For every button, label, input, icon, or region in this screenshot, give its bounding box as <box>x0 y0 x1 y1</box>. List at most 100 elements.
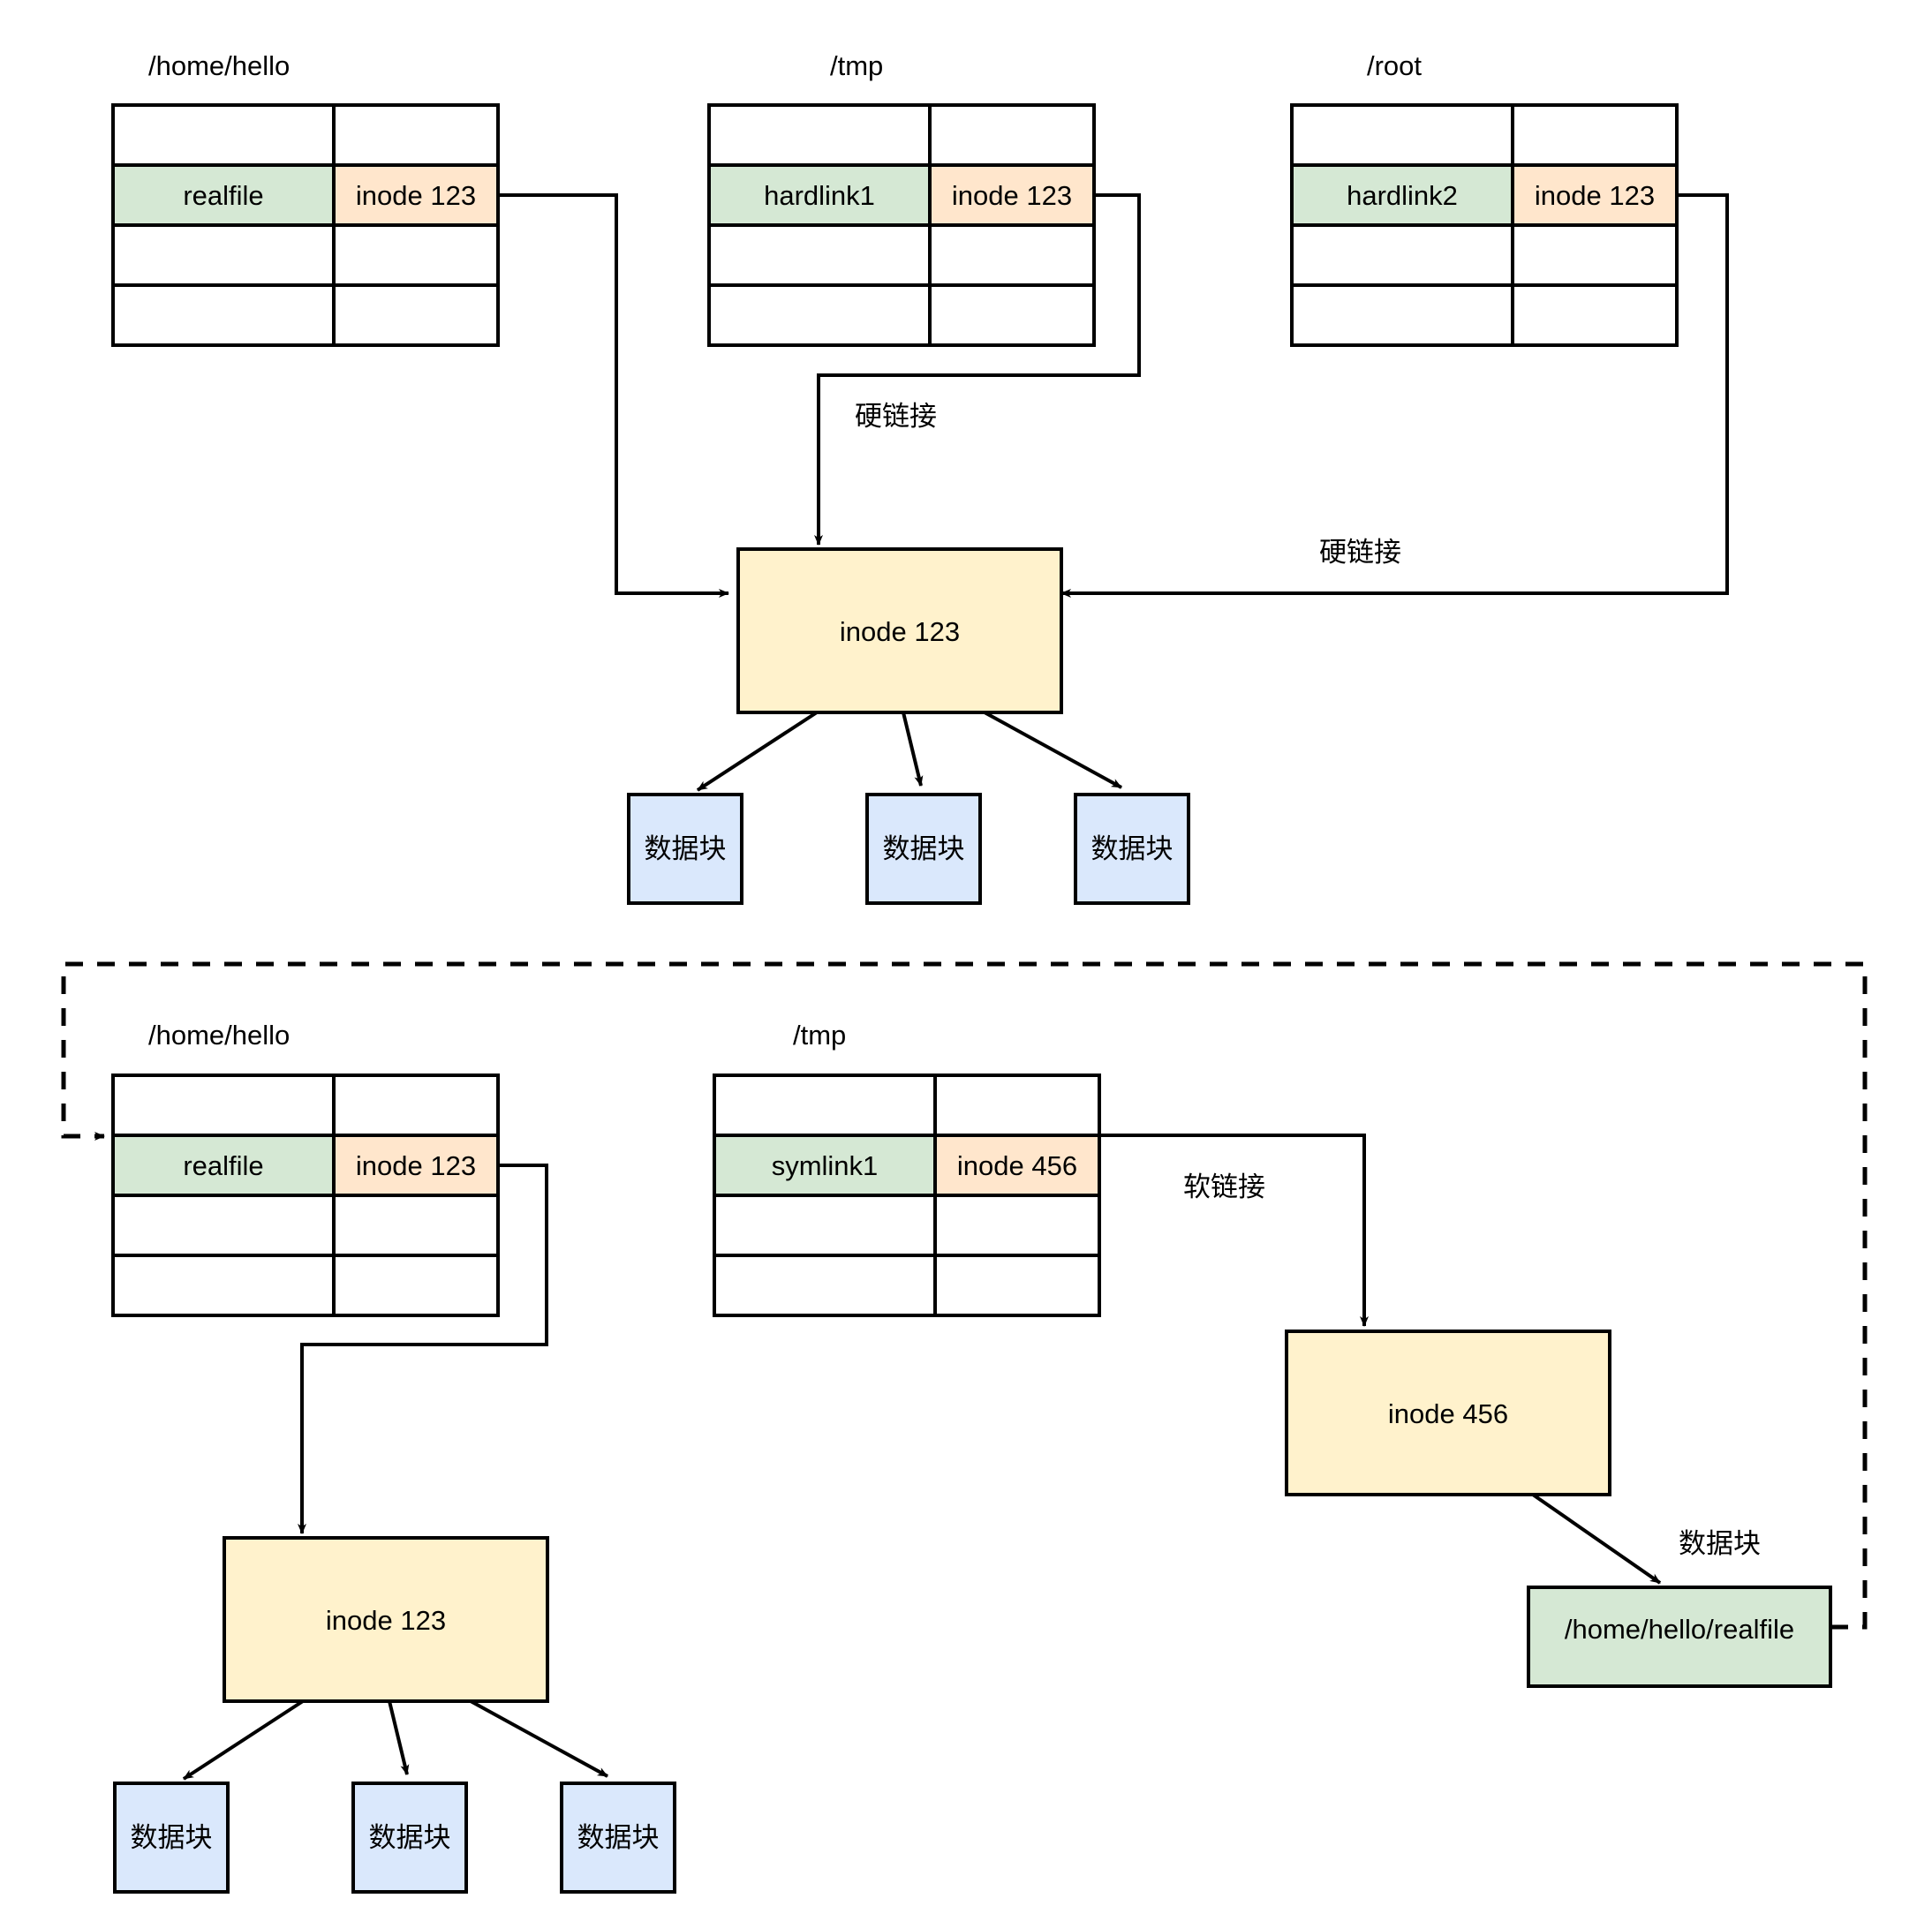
edge-inode456-to-target-path <box>1531 1493 1662 1585</box>
table-cell-empty <box>111 223 336 287</box>
table-cell-empty <box>111 1194 336 1257</box>
data-block-bottom-1: 数据块 <box>113 1782 230 1894</box>
edge-inode-to-datablock-5 <box>388 1700 410 1775</box>
table-cell-empty <box>713 1254 937 1317</box>
table-cell-empty <box>332 1194 500 1257</box>
data-block-rect <box>627 793 743 905</box>
edge-realfile-to-inode123 <box>498 193 729 598</box>
table-cell-empty <box>1290 103 1514 167</box>
target-path-label: /home/hello/realfile <box>1565 1614 1794 1645</box>
inode-text: inode 123 <box>952 180 1072 211</box>
inode-box-label: inode 123 <box>840 616 960 647</box>
data-block-label: 数据块 <box>645 833 727 864</box>
inode-box-456: inode 456 <box>1285 1330 1611 1496</box>
dir-table-tmp-top: /tmp hardlink1 inode 123 <box>707 50 1096 347</box>
table-cell-empty <box>933 1254 1101 1317</box>
edge-symlink-resolution-dashed <box>61 961 1868 1630</box>
table-cell-empty <box>713 1194 937 1257</box>
table-cell-empty <box>332 223 500 287</box>
dir-path-label: /home/hello <box>148 50 290 81</box>
table-cell-inode <box>928 163 1096 227</box>
table-cell-empty <box>707 103 932 167</box>
table-cell-name <box>1290 163 1514 227</box>
inode-text: inode 123 <box>356 180 476 211</box>
table-cell-empty <box>332 283 500 347</box>
edge-inode-to-datablock-6 <box>470 1699 608 1778</box>
table-cell-empty <box>928 283 1096 347</box>
dir-table-tmp-bottom: /tmp symlink1 inode 456 <box>713 1020 1101 1317</box>
data-block-bottom-3: 数据块 <box>560 1782 676 1894</box>
inode-box-123-top: inode 123 <box>736 547 1063 714</box>
edge-label-softlink: 软链接 <box>1183 1171 1265 1202</box>
data-block-rect <box>865 793 982 905</box>
data-block-rect <box>1074 793 1190 905</box>
table-cell-empty <box>713 1074 937 1137</box>
filename-text: hardlink2 <box>1347 180 1458 211</box>
table-cell-empty <box>1511 223 1679 287</box>
data-block-label: 数据块 <box>577 1822 660 1853</box>
table-cell-empty <box>111 1074 336 1137</box>
data-block-top-3: 数据块 <box>1074 793 1190 905</box>
table-cell-empty <box>707 283 932 347</box>
filename-text: hardlink1 <box>764 180 875 211</box>
table-cell-empty <box>928 223 1096 287</box>
table-cell-empty <box>933 1074 1101 1137</box>
table-cell-inode <box>1511 163 1679 227</box>
edge-inode-to-datablock-4 <box>182 1699 305 1781</box>
edge-inode-to-datablock-1 <box>696 711 819 792</box>
inode-box-123-bottom: inode 123 <box>223 1536 549 1703</box>
data-block-label: 数据块 <box>1091 833 1174 864</box>
inode-box-rect <box>736 547 1063 714</box>
edge-label-datablock: 数据块 <box>1679 1528 1761 1559</box>
table-cell-empty <box>1511 103 1679 167</box>
table-cell-empty <box>111 283 336 347</box>
table-cell-empty <box>1290 223 1514 287</box>
inode-text: inode 123 <box>356 1150 476 1181</box>
edge-symlink1-to-inode456 <box>1099 1134 1369 1327</box>
edge-inode-to-datablock-2 <box>902 712 924 787</box>
data-block-label: 数据块 <box>883 833 965 864</box>
dir-table-root-top: /root hardlink2 inode 123 <box>1290 50 1679 347</box>
table-cell-empty <box>933 1194 1101 1257</box>
table-cell-inode <box>933 1134 1101 1197</box>
inode-box-rect <box>1285 1330 1611 1496</box>
edge-inode-to-datablock-3 <box>984 711 1122 789</box>
data-block-top-1: 数据块 <box>627 793 743 905</box>
edge-hardlink1-to-inode123 <box>814 193 1141 546</box>
filename-text: realfile <box>183 180 263 211</box>
data-block-rect <box>351 1782 468 1894</box>
edge-label-hardlink-right: 硬链接 <box>1319 537 1401 568</box>
dir-path-label: /home/hello <box>148 1020 290 1051</box>
edge-realfile-to-inode123-bottom <box>298 1164 548 1534</box>
filename-text: symlink1 <box>772 1150 879 1181</box>
inode-box-label: inode 456 <box>1388 1398 1508 1429</box>
edge-hardlink2-to-inode123 <box>1060 193 1729 598</box>
dir-path-label: /tmp <box>830 50 883 81</box>
inode-box-rect <box>223 1536 549 1703</box>
table-cell-empty <box>332 1074 500 1137</box>
target-path-box: /home/hello/realfile <box>1527 1586 1832 1688</box>
table-cell-empty <box>1511 283 1679 347</box>
data-block-rect <box>560 1782 676 1894</box>
data-block-bottom-2: 数据块 <box>351 1782 468 1894</box>
data-block-label: 数据块 <box>369 1822 451 1853</box>
filename-text: realfile <box>183 1150 263 1181</box>
data-block-top-2: 数据块 <box>865 793 982 905</box>
dir-path-label: /tmp <box>793 1020 846 1051</box>
data-block-rect <box>113 1782 230 1894</box>
table-cell-empty <box>1290 283 1514 347</box>
table-cell-empty <box>928 103 1096 167</box>
table-cell-empty <box>707 223 932 287</box>
target-path-rect <box>1527 1586 1832 1688</box>
table-cell-empty <box>111 1254 336 1317</box>
dir-path-label: /root <box>1367 50 1422 81</box>
table-cell-name <box>707 163 932 227</box>
table-cell-empty <box>111 103 336 167</box>
inode-box-label: inode 123 <box>326 1605 446 1636</box>
data-block-label: 数据块 <box>131 1822 213 1853</box>
table-cell-empty <box>332 103 500 167</box>
inode-text: inode 456 <box>957 1150 1077 1181</box>
table-cell-empty <box>332 1254 500 1317</box>
